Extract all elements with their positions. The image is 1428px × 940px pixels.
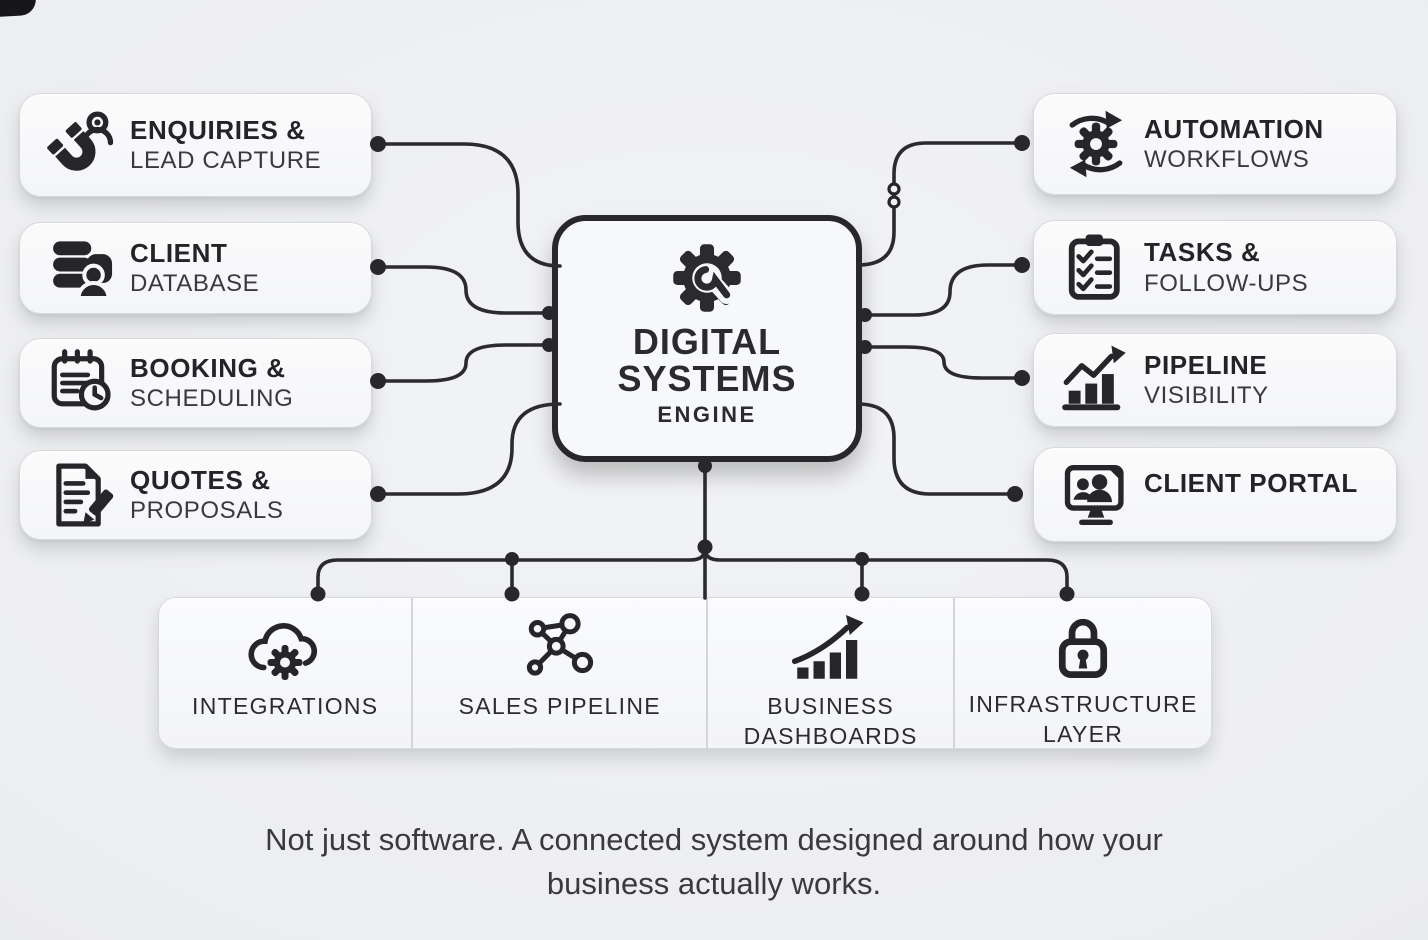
cell-sales-pipeline: SALES PIPELINE — [411, 598, 706, 748]
monitor-users-icon — [1048, 457, 1144, 533]
padlock-icon — [1044, 610, 1122, 688]
hub-title-line2: SYSTEMS — [617, 358, 797, 400]
node-enquiries-lead-capture: ENQUIRIES & LEAD CAPTURE — [19, 93, 372, 197]
hub-title-line3: ENGINE — [657, 401, 757, 427]
node-title: QUOTES & — [130, 464, 271, 495]
corner-artifact — [0, 0, 37, 18]
node-subtitle: FOLLOW-UPS — [1144, 269, 1309, 297]
cell-label: SALES PIPELINE — [458, 693, 661, 719]
gear-swirl-icon — [662, 233, 752, 323]
node-title: PIPELINE — [1144, 349, 1268, 380]
cell-label: INTEGRATIONS — [192, 693, 379, 719]
cloud-gear-icon — [245, 610, 325, 690]
cell-business-dashboards: BUSINESS DASHBOARDS — [706, 598, 953, 749]
foundation-strip: INTEGRATIONS SALES PIPELINE — [158, 597, 1212, 749]
clipboard-checklist-icon — [1048, 231, 1144, 305]
caption: Not just software. A connected system de… — [0, 818, 1428, 906]
caption-line2: business actually works. — [546, 866, 882, 902]
cell-infrastructure-layer: INFRASTRUCTURE LAYER — [953, 598, 1211, 748]
node-automation-workflows: AUTOMATION WORKFLOWS — [1033, 93, 1397, 195]
network-nodes-icon — [520, 610, 600, 690]
document-pencil-icon — [34, 458, 130, 532]
node-title: AUTOMATION — [1144, 113, 1324, 144]
gear-sync-icon — [1048, 106, 1144, 182]
node-pipeline-visibility: PIPELINE VISIBILITY — [1033, 333, 1397, 427]
node-subtitle: SCHEDULING — [130, 385, 294, 413]
node-subtitle: VISIBILITY — [1144, 382, 1269, 410]
node-title: TASKS & — [1144, 237, 1261, 267]
node-client-database: CLIENT DATABASE — [19, 222, 372, 314]
node-booking-scheduling: BOOKING & SCHEDULING — [19, 338, 372, 428]
node-title: ENQUIRIES & — [130, 114, 306, 145]
node-title: CLIENT — [130, 237, 228, 268]
node-subtitle: DATABASE — [130, 270, 260, 298]
node-subtitle: LEAD CAPTURE — [130, 147, 322, 175]
node-title: BOOKING & — [130, 352, 286, 383]
database-client-icon — [34, 231, 130, 305]
node-tasks-follow-ups: TASKS & FOLLOW-UPS — [1033, 220, 1397, 315]
cell-integrations: INTEGRATIONS — [159, 598, 411, 748]
hub-digital-systems-engine: DIGITAL SYSTEMS ENGINE — [552, 215, 862, 462]
magnet-lead-icon — [34, 107, 130, 183]
cell-label: INFRASTRUCTURE LAYER — [968, 691, 1198, 747]
node-subtitle: PROPOSALS — [130, 497, 284, 525]
node-title: CLIENT PORTAL — [1144, 467, 1358, 498]
hub-title-line1: DIGITAL — [632, 321, 782, 362]
calendar-clock-icon — [34, 346, 130, 420]
caption-line1: Not just software. A connected system de… — [265, 822, 1163, 857]
bar-growth-icon — [791, 610, 871, 690]
cell-label: BUSINESS DASHBOARDS — [743, 693, 918, 749]
growth-chart-icon — [1048, 342, 1144, 418]
node-quotes-proposals: QUOTES & PROPOSALS — [19, 450, 372, 540]
connector-break-circles — [887, 182, 901, 209]
node-client-portal: CLIENT PORTAL — [1033, 447, 1397, 542]
node-subtitle: WORKFLOWS — [1144, 146, 1310, 174]
